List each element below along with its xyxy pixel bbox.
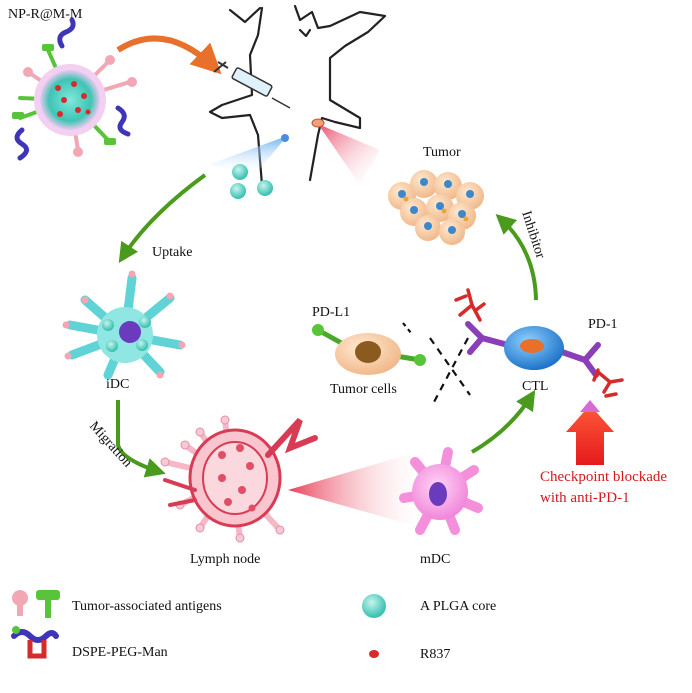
blocked-interaction xyxy=(429,337,471,403)
uptake-arrow xyxy=(118,173,207,264)
nanoparticle-label: NP-R@M-M xyxy=(8,7,83,22)
migration-arrow xyxy=(116,400,166,478)
tumor-cell xyxy=(312,324,426,375)
legend-dspe-label: DSPE-PEG-Man xyxy=(72,645,168,660)
mouse-illustration xyxy=(208,4,387,187)
nanoparticle-illustration xyxy=(12,17,137,161)
pd-1-label: PD-1 xyxy=(588,317,618,332)
legend-r837-label: R837 xyxy=(420,647,451,662)
tumor-beam xyxy=(318,124,380,185)
idc-cell xyxy=(62,270,186,380)
pd-l1-label: PD-L1 xyxy=(312,305,351,320)
injection-arrow xyxy=(116,35,222,75)
legend-r837-icon xyxy=(369,650,379,658)
inhibitor-arrow xyxy=(495,213,538,301)
injection-beam xyxy=(208,136,287,175)
tumor-cells-label: Tumor cells xyxy=(330,382,397,397)
activation-arrow xyxy=(470,389,536,454)
antibody-icon xyxy=(454,288,486,322)
checkpoint-label-line1: Checkpoint blockade xyxy=(540,469,668,485)
legend-antigen-green-icon xyxy=(36,590,60,618)
ctl-label: CTL xyxy=(522,379,549,394)
legend-antigen-pink-icon xyxy=(12,590,28,616)
legend-antigens-label: Tumor-associated antigens xyxy=(72,599,222,614)
mdc-label: mDC xyxy=(420,552,451,567)
legend-dspe-icon xyxy=(11,626,59,659)
checkpoint-arrow xyxy=(566,400,614,465)
tumor-cluster xyxy=(388,170,484,245)
ctl-cell xyxy=(465,321,601,378)
legend-plga-icon xyxy=(362,594,386,618)
checkpoint-label-line2: with anti-PD-1 xyxy=(540,490,630,506)
released-nanoparticles xyxy=(230,164,273,199)
anti-pd-1-antibody-icon xyxy=(592,368,624,398)
lymph-node xyxy=(160,415,318,543)
syringe-icon xyxy=(213,61,291,109)
tumor-label: Tumor xyxy=(423,145,461,160)
uptake-label: Uptake xyxy=(152,245,193,260)
mdc-beam xyxy=(288,448,430,530)
idc-label: iDC xyxy=(106,377,130,392)
lymph-node-label: Lymph node xyxy=(190,552,261,567)
mdc-cell xyxy=(399,447,483,535)
legend-plga-label: A PLGA core xyxy=(420,599,497,614)
